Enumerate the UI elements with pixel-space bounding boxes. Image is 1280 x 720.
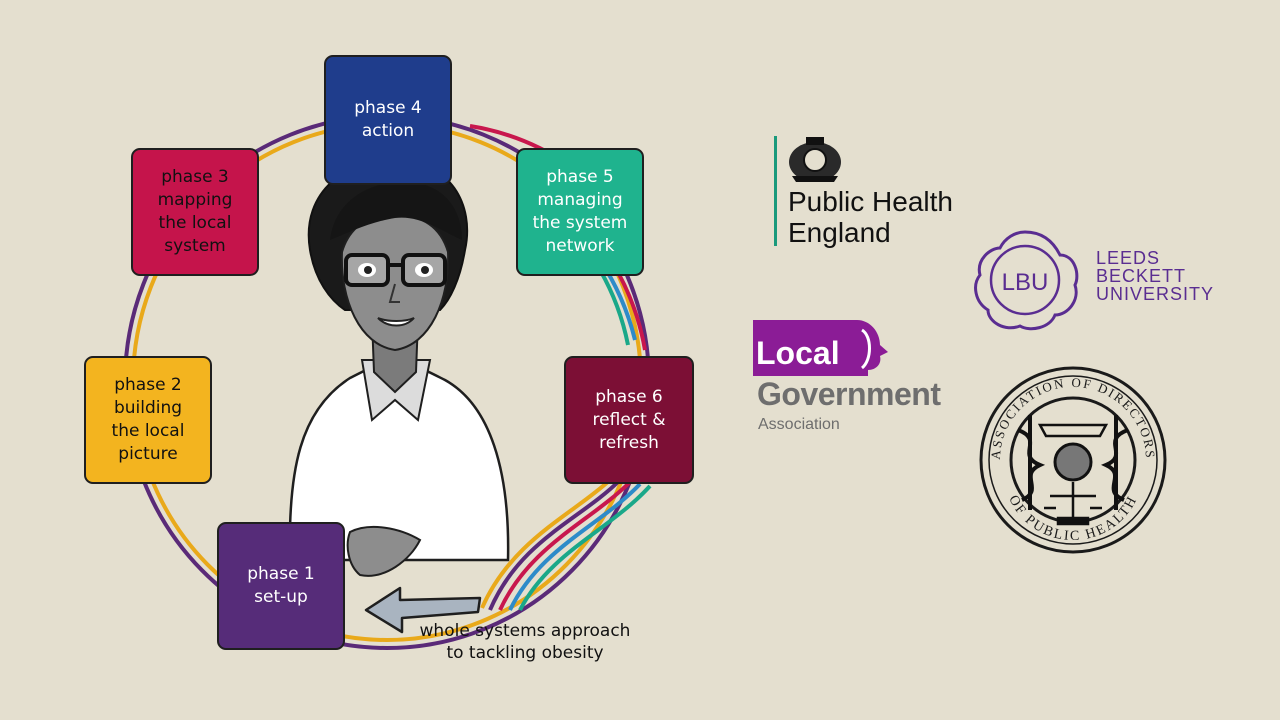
phase-6-title: phase 6: [595, 386, 663, 407]
phase-4-title: phase 4: [354, 98, 422, 118]
adph-seal: ASSOCIATION OF DIRECTORS OF PUBLIC HEALT…: [979, 366, 1167, 554]
lga-association-text: Association: [758, 416, 840, 433]
diagram-caption: whole systems approach to tackling obesi…: [419, 621, 631, 663]
lbu-logo-text: LEEDS BECKETT UNIVERSITY: [1096, 248, 1215, 304]
book-icon: [1037, 423, 1109, 438]
phase-5-description: managing the system network: [532, 190, 628, 256]
presenter-figure: [288, 158, 510, 577]
lbu-monogram: LBU: [1002, 269, 1049, 296]
phase-6-description: reflect & refresh: [592, 409, 666, 453]
phase-3-title: phase 3: [161, 167, 229, 187]
lga-government-text: Government: [757, 376, 941, 412]
phase-4-description: action: [361, 121, 415, 141]
lga-logo: [753, 320, 888, 376]
phe-accent-bar: [774, 136, 777, 246]
phase-5-title: phase 5: [546, 167, 614, 187]
phase-1-box: phase 1 set-up: [217, 522, 345, 650]
caduceus-icon: [1017, 415, 1129, 510]
globe-icon: [1053, 442, 1093, 482]
phase-5-box: phase 5 managing the system network: [516, 148, 644, 276]
phe-logo: [774, 136, 841, 246]
lga-local-text: Local: [756, 335, 840, 371]
ring-tail: [480, 478, 652, 611]
phase-1-title: phase 1: [247, 564, 315, 584]
phase-2-title: phase 2: [114, 375, 182, 395]
phase-2-description: building the local picture: [111, 398, 185, 464]
phase-6-box: phase 6 reflect & refresh: [564, 356, 694, 484]
phase-1-description: set-up: [254, 587, 308, 607]
phe-logo-text: Public Health England: [788, 186, 953, 248]
phase-3-box: phase 3 mapping the local system: [131, 148, 259, 276]
phase-2-box: phase 2 building the local picture: [84, 356, 212, 484]
scales-icon: [1044, 482, 1102, 526]
arrow-left-icon: [364, 586, 482, 634]
lbu-rose-icon: LBU: [974, 230, 1079, 331]
phase-3-description: mapping the local system: [157, 190, 233, 256]
phase-4-box: phase 4 action: [324, 55, 452, 185]
royal-crest-icon: [789, 137, 841, 182]
